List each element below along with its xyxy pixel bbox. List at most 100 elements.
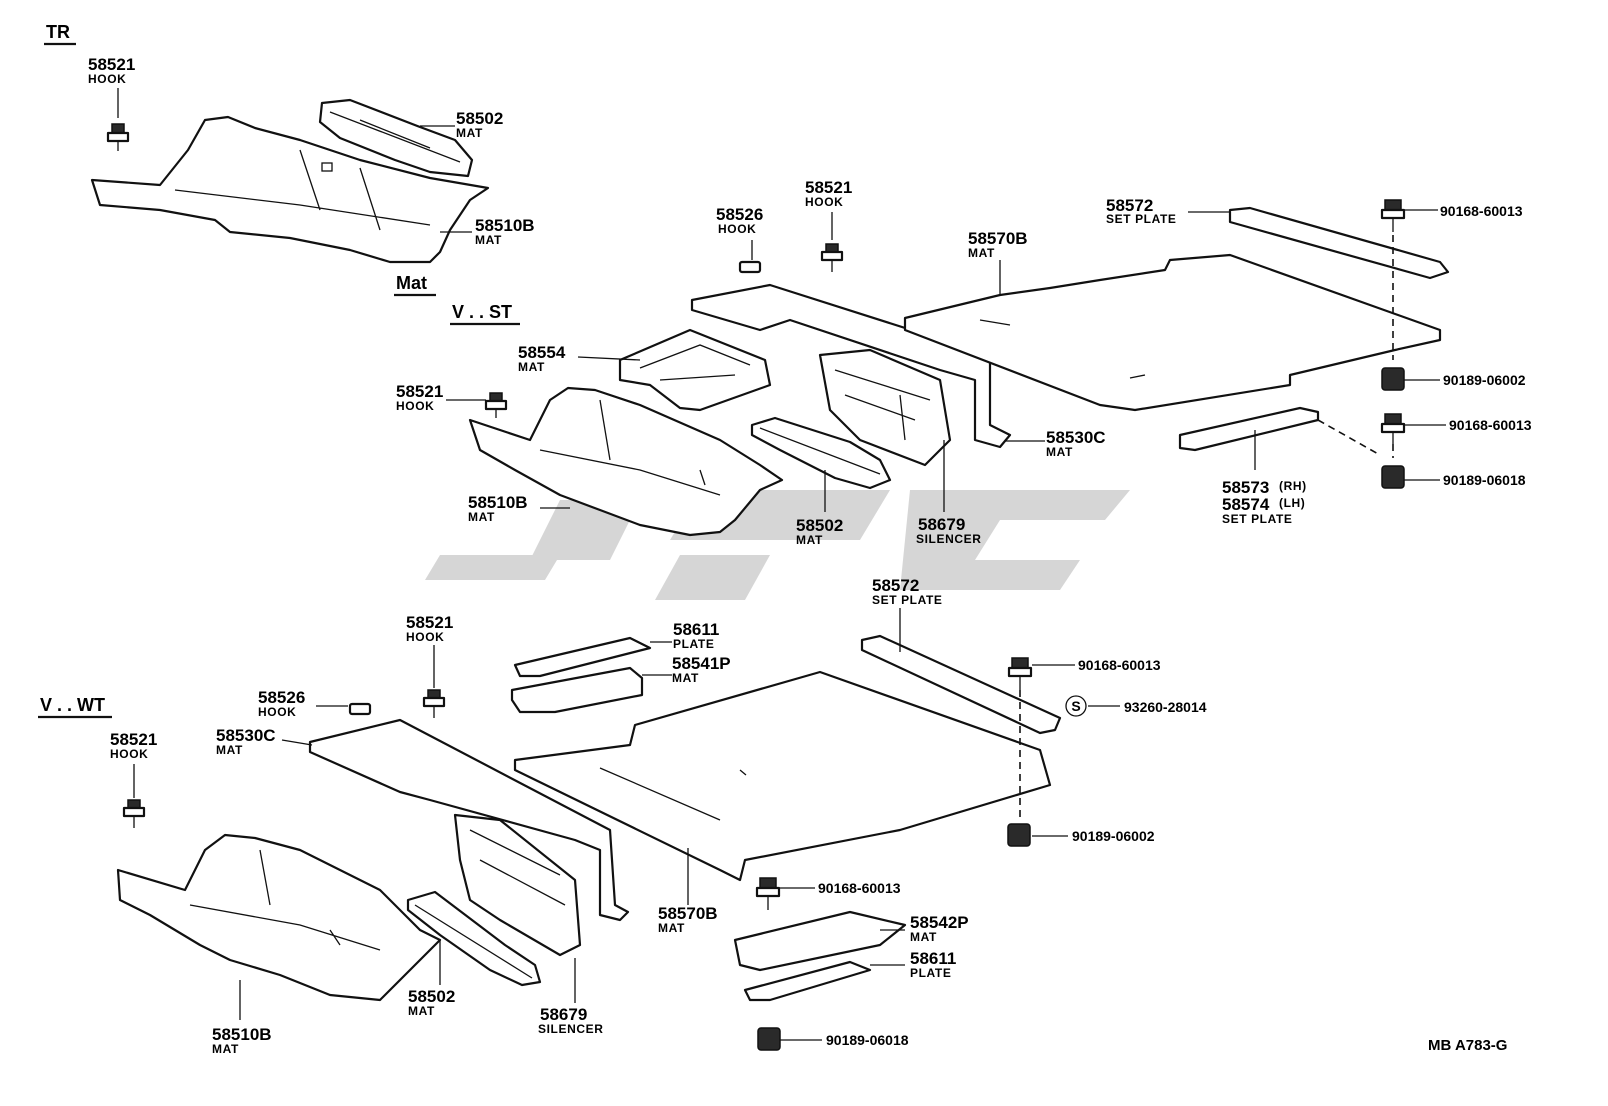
callout-num: 58521 bbox=[406, 613, 453, 632]
watermark-logo bbox=[425, 490, 1130, 600]
wt-fastener-nut-2 bbox=[757, 1027, 781, 1051]
callout-num: 58554 bbox=[518, 343, 566, 362]
st-hook-58521-part bbox=[820, 243, 844, 272]
callout-sub: MAT bbox=[475, 233, 502, 247]
callout-num: 58530C bbox=[1046, 428, 1106, 447]
callout-num: 58679 bbox=[918, 515, 965, 534]
tr-group bbox=[90, 88, 490, 264]
st-mat-58554-part bbox=[618, 328, 772, 412]
fastener-code: 93260-28014 bbox=[1124, 699, 1207, 715]
callout-num: 58526 bbox=[258, 688, 305, 707]
callout-num: 58521 bbox=[396, 382, 443, 401]
vwt-group: S bbox=[116, 608, 1120, 1051]
callout-num: 58570B bbox=[968, 229, 1028, 248]
section-tr: TR bbox=[46, 22, 70, 42]
callout-sub: PLATE bbox=[910, 966, 951, 980]
fastener-code: 90168-60013 bbox=[1449, 417, 1532, 433]
st-mat-58502-part bbox=[750, 416, 892, 490]
callout-num: 58510B bbox=[212, 1025, 272, 1044]
st-hook-58526-part bbox=[738, 260, 762, 274]
callout-sub: MAT bbox=[1046, 445, 1073, 459]
callout-num: 58502 bbox=[408, 987, 455, 1006]
wt-fastener-bolt-1 bbox=[1007, 657, 1033, 690]
st-mat-58510b-part bbox=[468, 386, 784, 537]
callout-num: 58521 bbox=[88, 55, 135, 74]
st-mat-58570b-part bbox=[903, 253, 1442, 412]
fastener-code: 90189-06002 bbox=[1072, 828, 1155, 844]
callout-sub: HOOK bbox=[396, 399, 434, 413]
section-vwt: V . . WT bbox=[40, 695, 105, 715]
s-marker-label: S bbox=[1071, 698, 1080, 714]
fastener-code: 90189-06018 bbox=[826, 1032, 909, 1048]
callout-num: 58573 bbox=[1222, 478, 1269, 497]
st-fastener-bolt-2 bbox=[1380, 413, 1406, 444]
callout-sub: MAT bbox=[658, 921, 685, 935]
callout-sub: SET PLATE bbox=[872, 593, 943, 607]
wt-mat-58510b-part bbox=[116, 833, 442, 1002]
wt-mat-58542p-part bbox=[733, 910, 907, 972]
callout-num: 58526 bbox=[716, 205, 763, 224]
st-hook-58521b-part bbox=[484, 392, 508, 418]
wt-fastener-bolt-2 bbox=[755, 877, 781, 910]
callout-sub: HOOK bbox=[88, 72, 126, 86]
st-plate-58573-part bbox=[1178, 406, 1320, 452]
callout-sub: MAT bbox=[216, 743, 243, 757]
wt-plate-58611b-part bbox=[743, 960, 872, 1002]
vst-group bbox=[446, 199, 1450, 537]
s-marker: S bbox=[1065, 695, 1087, 717]
callout-sub: PLATE bbox=[673, 637, 714, 651]
callout-sub: SILENCER bbox=[538, 1022, 603, 1036]
section-mat: Mat bbox=[396, 273, 427, 293]
callout-sub: SET PLATE bbox=[1106, 212, 1177, 226]
callout-sub: MAT bbox=[672, 671, 699, 685]
wt-fastener-nut-1 bbox=[1007, 823, 1031, 847]
callout-num: 58574 bbox=[1222, 495, 1270, 514]
callout-side: (LH) bbox=[1279, 496, 1305, 510]
callout-sub: SET PLATE bbox=[1222, 512, 1293, 526]
wt-mat-58541p-part bbox=[510, 666, 644, 714]
wt-mat-58570b-part bbox=[513, 670, 1052, 882]
callout-num: 58510B bbox=[468, 493, 528, 512]
callout-sub: HOOK bbox=[406, 630, 444, 644]
callout-num: 58611 bbox=[673, 620, 719, 639]
callout-num: 58530C bbox=[216, 726, 276, 745]
diagram-reference: MB A783-G bbox=[1428, 1037, 1507, 1054]
callout-num: 58611 bbox=[910, 949, 956, 968]
fastener-code: 90168-60013 bbox=[1440, 203, 1523, 219]
fastener-code: 90168-60013 bbox=[818, 880, 901, 896]
wt-hook-58526-part bbox=[348, 702, 372, 716]
callout-sub: MAT bbox=[408, 1004, 435, 1018]
callout-sub: HOOK bbox=[805, 195, 843, 209]
fastener-code: 90189-06002 bbox=[1443, 372, 1526, 388]
callout-sub: MAT bbox=[468, 510, 495, 524]
st-fastener-bolt-1 bbox=[1380, 199, 1406, 232]
callout-sub: HOOK bbox=[258, 705, 296, 719]
callout-sub: MAT bbox=[212, 1042, 239, 1056]
callout-side: (RH) bbox=[1279, 479, 1307, 493]
callout-num: 58542P bbox=[910, 913, 969, 932]
callout-sub: MAT bbox=[518, 360, 545, 374]
tr-mat-58510b-part bbox=[90, 115, 490, 264]
callout-num: 58572 bbox=[1106, 196, 1153, 215]
callout-num: 58541P bbox=[672, 654, 731, 673]
callout-sub: MAT bbox=[910, 930, 937, 944]
wt-plate-58572-part bbox=[860, 634, 1062, 735]
wt-hook-58521a-part bbox=[422, 689, 446, 718]
callout-sub: HOOK bbox=[110, 747, 148, 761]
wt-hook-58521b-part bbox=[122, 799, 146, 828]
callout-num: 58570B bbox=[658, 904, 718, 923]
callout-num: 58521 bbox=[110, 730, 157, 749]
wt-plate-58611a-part bbox=[513, 636, 652, 678]
tr-hook-part bbox=[106, 123, 130, 151]
st-fastener-nut-1 bbox=[1381, 367, 1405, 391]
section-vst: V . . ST bbox=[452, 302, 512, 322]
fastener-code: 90168-60013 bbox=[1078, 657, 1161, 673]
callout-sub: MAT bbox=[968, 246, 995, 260]
callout-num: 58510B bbox=[475, 216, 535, 235]
callout-sub: MAT bbox=[456, 126, 483, 140]
callout-num: 58572 bbox=[872, 576, 919, 595]
callout-num: 58502 bbox=[796, 516, 843, 535]
callout-num: 58521 bbox=[805, 178, 852, 197]
